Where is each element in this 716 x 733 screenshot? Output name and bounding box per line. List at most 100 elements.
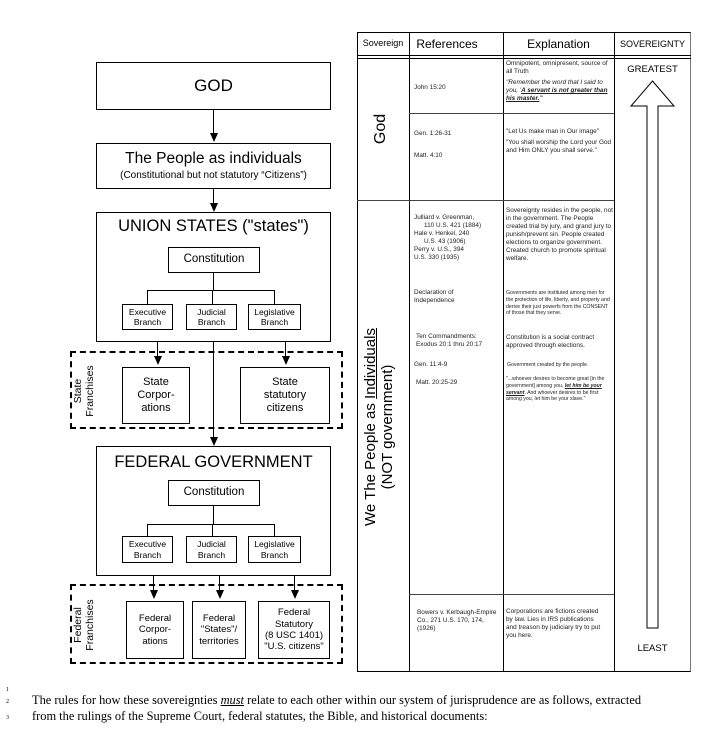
arrow-down-icon <box>215 590 224 599</box>
sovereign-god: God <box>372 113 389 145</box>
connector-line <box>213 110 215 134</box>
header-divider <box>357 55 691 59</box>
reference-line: U.S. 330 (1935) <box>414 254 460 261</box>
union-judicial-branch: Judicial Branch <box>186 304 237 330</box>
header-sovereignty: SOVEREIGNTY <box>619 39 685 49</box>
people-title: The People as individuals <box>125 150 302 168</box>
connector-line <box>213 506 215 524</box>
box-line: citizens <box>266 402 304 415</box>
union-executive-branch: Executive Branch <box>122 304 173 330</box>
reference-declaration: Declaration of Independence <box>414 289 502 305</box>
union-constitution-box: Constitution <box>168 247 260 273</box>
explanation-social-contract: Constitution is a social contract approv… <box>506 334 595 349</box>
federal-corporations-box: Federal Corpor- ations <box>126 601 184 659</box>
box-line: Statutory <box>274 618 314 630</box>
column-divider <box>409 32 411 672</box>
branch-line: Judicial <box>197 539 226 550</box>
footer-text: relate to each other within our system o… <box>243 693 642 707</box>
box-line: "U.S. citizens" <box>264 641 324 653</box>
reference-bowers: Bowers v. Kerbaugh-Empire Co., 271 U.S. … <box>417 609 497 632</box>
arrow-down-icon <box>149 590 158 599</box>
table-border <box>357 32 691 672</box>
reference-matt: Matt. 4:10 <box>414 152 443 159</box>
label-line: Franchises <box>84 599 97 651</box>
explanation-text: Omnipotent, omnipresent, source of all T… <box>506 60 608 75</box>
box-line: statutory <box>263 388 307 401</box>
union-states-title: UNION STATES ("states") <box>118 217 309 235</box>
state-corporations-box: State Corpor- ations <box>122 367 190 424</box>
federal-constitution-box: Constitution <box>168 480 260 506</box>
explanation-declaration: Governments are instituted among men for… <box>506 290 610 317</box>
reference-line: U.S. 43 (1906) <box>424 238 466 245</box>
row-divider <box>357 200 614 202</box>
sovereignty-greatest: GREATEST <box>627 64 678 75</box>
reference-john: John 15:20 <box>414 84 446 91</box>
connector-line <box>147 524 275 526</box>
connector-line <box>274 290 276 304</box>
arrow-down-icon <box>209 133 218 142</box>
box-line: ations <box>142 635 168 647</box>
federal-states-territories-box: Federal "States"/ territories <box>192 601 246 659</box>
footer-line-2: The rules for how these sovereignties mu… <box>32 693 641 708</box>
box-line: territories <box>199 635 239 647</box>
arrow-down-icon <box>290 590 299 599</box>
federal-franchises-label: Federal Franchises <box>72 595 96 655</box>
state-franchises-group <box>70 351 343 429</box>
quote-emphasis: let him be your servant <box>506 382 602 396</box>
branch-line: Legislative <box>254 306 295 317</box>
federal-judicial-branch: Judicial Branch <box>186 536 237 563</box>
quote-prefix: "...whoever desires to become great [in … <box>506 376 605 389</box>
box-line: Federal <box>202 612 236 624</box>
federal-government-title: FEDERAL GOVERNMENT <box>114 453 313 471</box>
line-number: 2 <box>6 699 9 705</box>
box-line: Federal <box>138 612 172 624</box>
federal-executive-branch: Executive Branch <box>122 536 173 563</box>
footer-emphasis: must <box>220 693 244 707</box>
reference-gen: Gen. 1:26-31 <box>414 130 452 137</box>
state-statutory-citizens-box: State statutory citizens <box>240 367 330 424</box>
branch-line: Executive <box>128 539 167 550</box>
sovereign-line-1: We The People as Individuals <box>362 307 379 547</box>
connector-line <box>294 576 296 591</box>
constitution-label: Constitution <box>183 253 245 266</box>
state-franchises-label: State Franchises <box>72 361 96 421</box>
connector-line <box>213 273 215 290</box>
explanation-text: "You shall worship the Lord your God and… <box>506 139 612 154</box>
branch-line: Executive <box>128 306 167 317</box>
reference-ten-commandments: Ten Commandments: Exodus 20:1 thru 20:17 <box>416 333 504 349</box>
sovereignty-least: LEAST <box>637 643 668 654</box>
box-line: ations <box>141 402 171 415</box>
box-line: Federal <box>277 607 311 619</box>
reference-line: Perry v. U.S., 394 <box>414 246 464 253</box>
branch-line: Branch <box>260 549 289 560</box>
reference-gen-11: Gen. 11:4-9 <box>414 361 448 368</box>
reference-line: Julliard v. Greenman, <box>414 214 475 221</box>
box-line: "States"/ <box>200 624 238 636</box>
connector-line <box>285 342 287 357</box>
branch-line: Branch <box>133 317 162 327</box>
label-line: Federal <box>72 607 84 643</box>
reference-line: Declaration of <box>414 289 454 296</box>
explanation-corporations: Corporations are fictions created by law… <box>506 608 601 639</box>
arrow-down-icon <box>153 356 162 365</box>
sovereign-we-the-people: We The People as Individuals (NOT govern… <box>362 307 404 547</box>
connector-line <box>147 524 149 536</box>
reference-line: 110 U.S. 421 (1884) <box>424 222 482 229</box>
explanation-created-by-people: Government created by the people. <box>507 362 589 368</box>
connector-line <box>212 290 214 304</box>
box-line: State <box>143 375 169 388</box>
reference-line: Exodus 20:1 thru 20:17 <box>416 341 483 348</box>
explanation-let-us: "Let Us make man in Our image" "You shal… <box>506 128 612 155</box>
line-number: 3 <box>6 715 9 721</box>
arrow-down-icon <box>209 437 218 446</box>
sovereign-line-1-prefix: We The People as <box>362 398 379 526</box>
branch-line: Branch <box>260 317 289 327</box>
federal-franchises-group <box>70 584 343 664</box>
connector-line <box>147 290 149 304</box>
arrow-down-icon <box>281 356 290 365</box>
explanation-quote: "Remember the word that I said to you, '… <box>506 79 612 103</box>
sovereignty-arrow-up-icon <box>629 80 676 629</box>
sovereign-line-1-emphasis: Individuals <box>362 328 379 399</box>
quote-suffix: . And whoever desires to be first among … <box>506 389 599 403</box>
arrow-down-icon <box>209 203 218 212</box>
